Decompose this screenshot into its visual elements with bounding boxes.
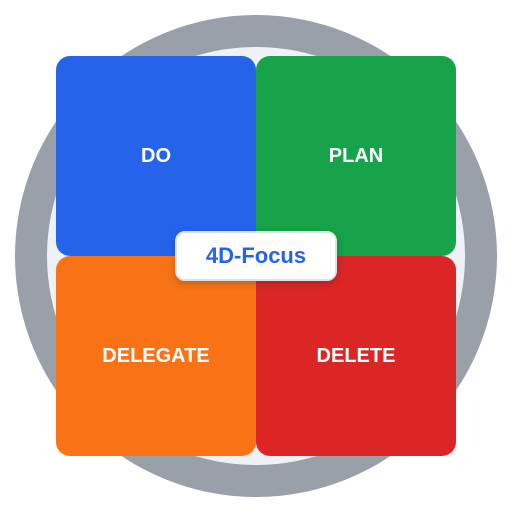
quadrant-do-label: DO bbox=[141, 144, 171, 167]
center-badge-label: 4D-Focus bbox=[205, 243, 307, 268]
quadrant-plan-label: PLAN bbox=[328, 144, 384, 167]
center-badge: 4D-Focus bbox=[175, 231, 337, 281]
quadrant-delegate-label: DELEGATE bbox=[102, 344, 210, 367]
quadrant-delete: DELETE bbox=[256, 256, 456, 456]
quadrant-do: DO bbox=[56, 56, 256, 256]
quadrant-delegate: DELEGATE bbox=[56, 256, 256, 456]
quadrant-plan: PLAN bbox=[256, 56, 456, 256]
quadrant-delete-label: DELETE bbox=[316, 344, 396, 367]
